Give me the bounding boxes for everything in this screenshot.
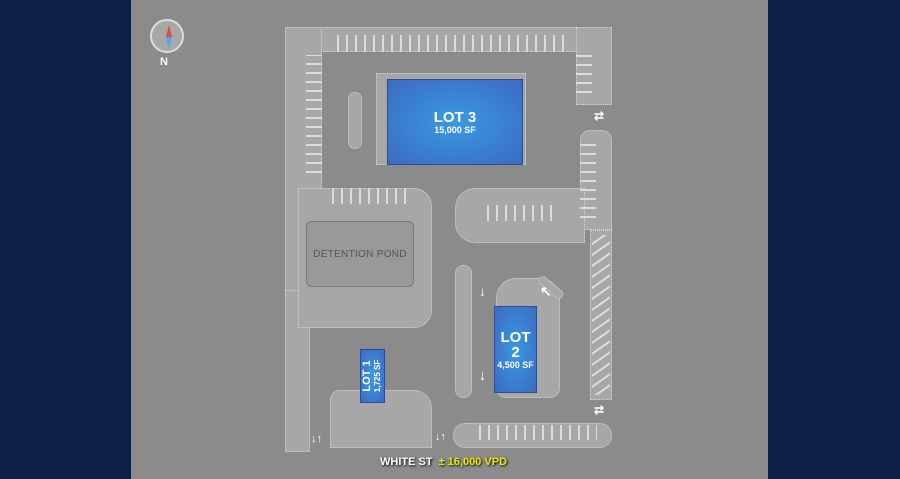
lot-1-name: LOT 1 — [361, 360, 374, 392]
lot-2-name: LOT 2 — [500, 328, 531, 361]
oval-island — [348, 92, 362, 149]
compass-north-label: N — [160, 56, 168, 68]
parking-stalls-bottom — [472, 425, 597, 440]
site-plan-map — [131, 0, 768, 479]
street-label: WHITE ST ± 16,000 VPD — [380, 456, 507, 468]
parking-stalls-below-lot3 — [325, 188, 410, 204]
arrow-diagonal-icon: ↖ — [540, 283, 552, 299]
detention-pond-label: DETENTION POND — [313, 248, 407, 260]
traffic-count: ± 16,000 VPD — [438, 456, 507, 468]
parking-stalls-diagonal — [592, 235, 610, 395]
arrow-down-icon: ↓ — [479, 367, 486, 383]
two-way-arrow-icon: ↓↑ — [435, 431, 446, 443]
median-left — [455, 265, 472, 398]
pavement-center-island — [455, 188, 585, 243]
lot-3-building[interactable]: LOT 3 15,000 SF — [387, 79, 523, 165]
two-way-arrow-icon: ↓↑ — [311, 433, 322, 445]
lot-2-size: 4,500 SF — [497, 359, 534, 370]
compass-icon — [150, 19, 184, 53]
arrow-down-icon: ↓ — [479, 283, 486, 299]
lot-3-size: 15,000 SF — [434, 124, 476, 135]
detention-pond: DETENTION POND — [306, 221, 414, 287]
lot-1-building[interactable]: LOT 1 1,725 SF — [360, 349, 385, 403]
lot-1-size: 1,725 SF — [373, 359, 383, 393]
parking-stalls-center — [480, 205, 555, 221]
parking-stalls-right-mid — [580, 140, 596, 225]
parking-stalls-top — [330, 35, 570, 52]
lot-2-building[interactable]: LOT 2 4,500 SF — [494, 306, 537, 393]
two-way-arrow-icon: ⇄ — [594, 109, 605, 123]
pavement-right-top — [576, 27, 612, 105]
two-way-arrow-icon: ⇄ — [594, 403, 605, 417]
parking-stalls-left — [306, 55, 322, 180]
parking-stalls-right-top — [576, 55, 592, 100]
street-name: WHITE ST — [380, 456, 433, 468]
lot-3-name: LOT 3 — [433, 108, 477, 126]
